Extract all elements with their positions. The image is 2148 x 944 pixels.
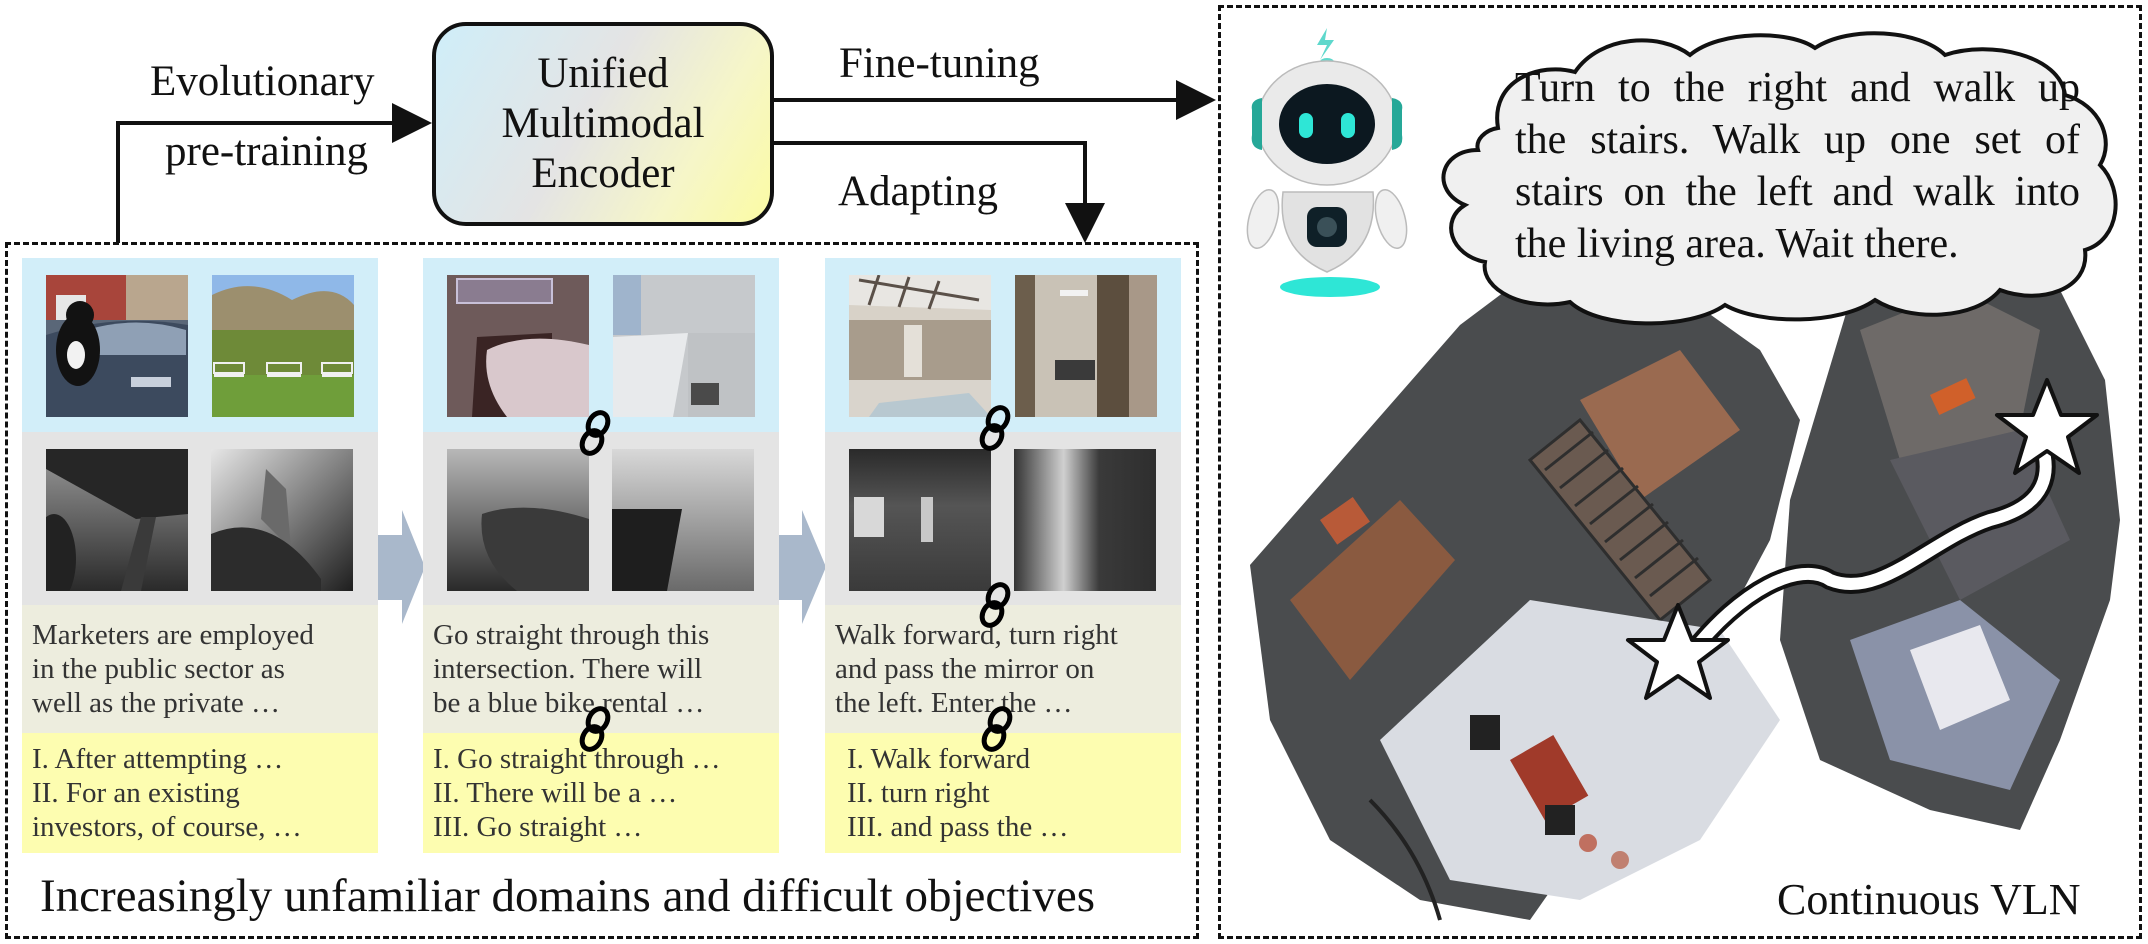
instruction-line: the living area. Wait there. (1515, 221, 1959, 268)
cat-on-car-photo (46, 275, 188, 417)
bathroom-photo (613, 275, 755, 417)
steps-section: I. After attempting … II. For an existin… (22, 733, 378, 853)
pretraining-label: pre-training (165, 128, 368, 175)
depth-table-map (46, 449, 188, 591)
left-panel-caption: Increasingly unfamiliar domains and diff… (40, 870, 1096, 922)
stage-description: Walk forward, turn right and pass the mi… (835, 619, 1118, 719)
park-benches-photo (212, 275, 354, 417)
chain-link-icon (979, 405, 1011, 451)
depth-hall-map (849, 449, 991, 591)
stage-steps: I. After attempting … II. For an existin… (32, 743, 302, 843)
stage-steps: I. Walk forward II. turn right III. and … (847, 743, 1069, 843)
goal-star-icon (1995, 378, 2099, 475)
instruction-line: the stairs. Walk up one set of (1515, 117, 2080, 164)
stage-column-2: Go straight through this intersection. T… (423, 258, 779, 853)
encoder-line-2: Multimodal (501, 99, 705, 147)
encoder-line-3: Encoder (531, 150, 675, 198)
continuous-vln-box (1218, 5, 2142, 939)
pretraining-arrow (116, 103, 432, 243)
finetuning-label: Fine-tuning (839, 40, 1040, 87)
steps-section: I. Go straight through … II. There will … (423, 733, 779, 853)
adapting-label: Adapting (838, 168, 999, 215)
stage-column-1: Marketers are employed in the public sec… (22, 258, 378, 853)
instruction-line: stairs on the left and walk into (1515, 169, 2080, 216)
depth-bed-map (447, 449, 589, 591)
stage-column-3: Walk forward, turn right and pass the mi… (825, 258, 1181, 853)
depth-bathroom-map (612, 449, 754, 591)
instruction-text: Turn to the right and walk up the stairs… (1515, 62, 2080, 270)
description-section: Marketers are employed in the public sec… (22, 605, 378, 733)
steps-section: I. Walk forward II. turn right III. and … (825, 733, 1181, 853)
unified-multimodal-encoder: Unified Multimodal Encoder (432, 22, 774, 226)
corridor-photo (1015, 275, 1157, 417)
depth-room-map (211, 449, 353, 591)
stage-description: Go straight through this intersection. T… (433, 619, 710, 719)
stage-description: Marketers are employed in the public sec… (32, 619, 314, 719)
start-star-icon (1626, 603, 1730, 700)
continuous-vln-caption: Continuous VLN (1777, 875, 2081, 924)
stage-steps: I. Go straight through … II. There will … (433, 743, 721, 843)
encoder-line-1: Unified (537, 49, 669, 97)
hall-ceiling-photo (849, 275, 991, 417)
pretraining-stages-box (5, 242, 1199, 939)
depth-corridor-map (1014, 449, 1156, 591)
chain-link-icon (579, 706, 611, 752)
evolutionary-label: Evolutionary (150, 58, 375, 105)
description-section: Go straight through this intersection. T… (423, 605, 779, 733)
adapting-arrow (770, 141, 1105, 243)
description-section: Walk forward, turn right and pass the mi… (825, 605, 1181, 733)
chain-link-icon (979, 582, 1011, 628)
instruction-line: Turn to the right and walk up (1515, 65, 2080, 111)
chain-link-icon (981, 706, 1013, 752)
chain-link-icon (579, 410, 611, 456)
bedroom-photo (447, 275, 589, 417)
